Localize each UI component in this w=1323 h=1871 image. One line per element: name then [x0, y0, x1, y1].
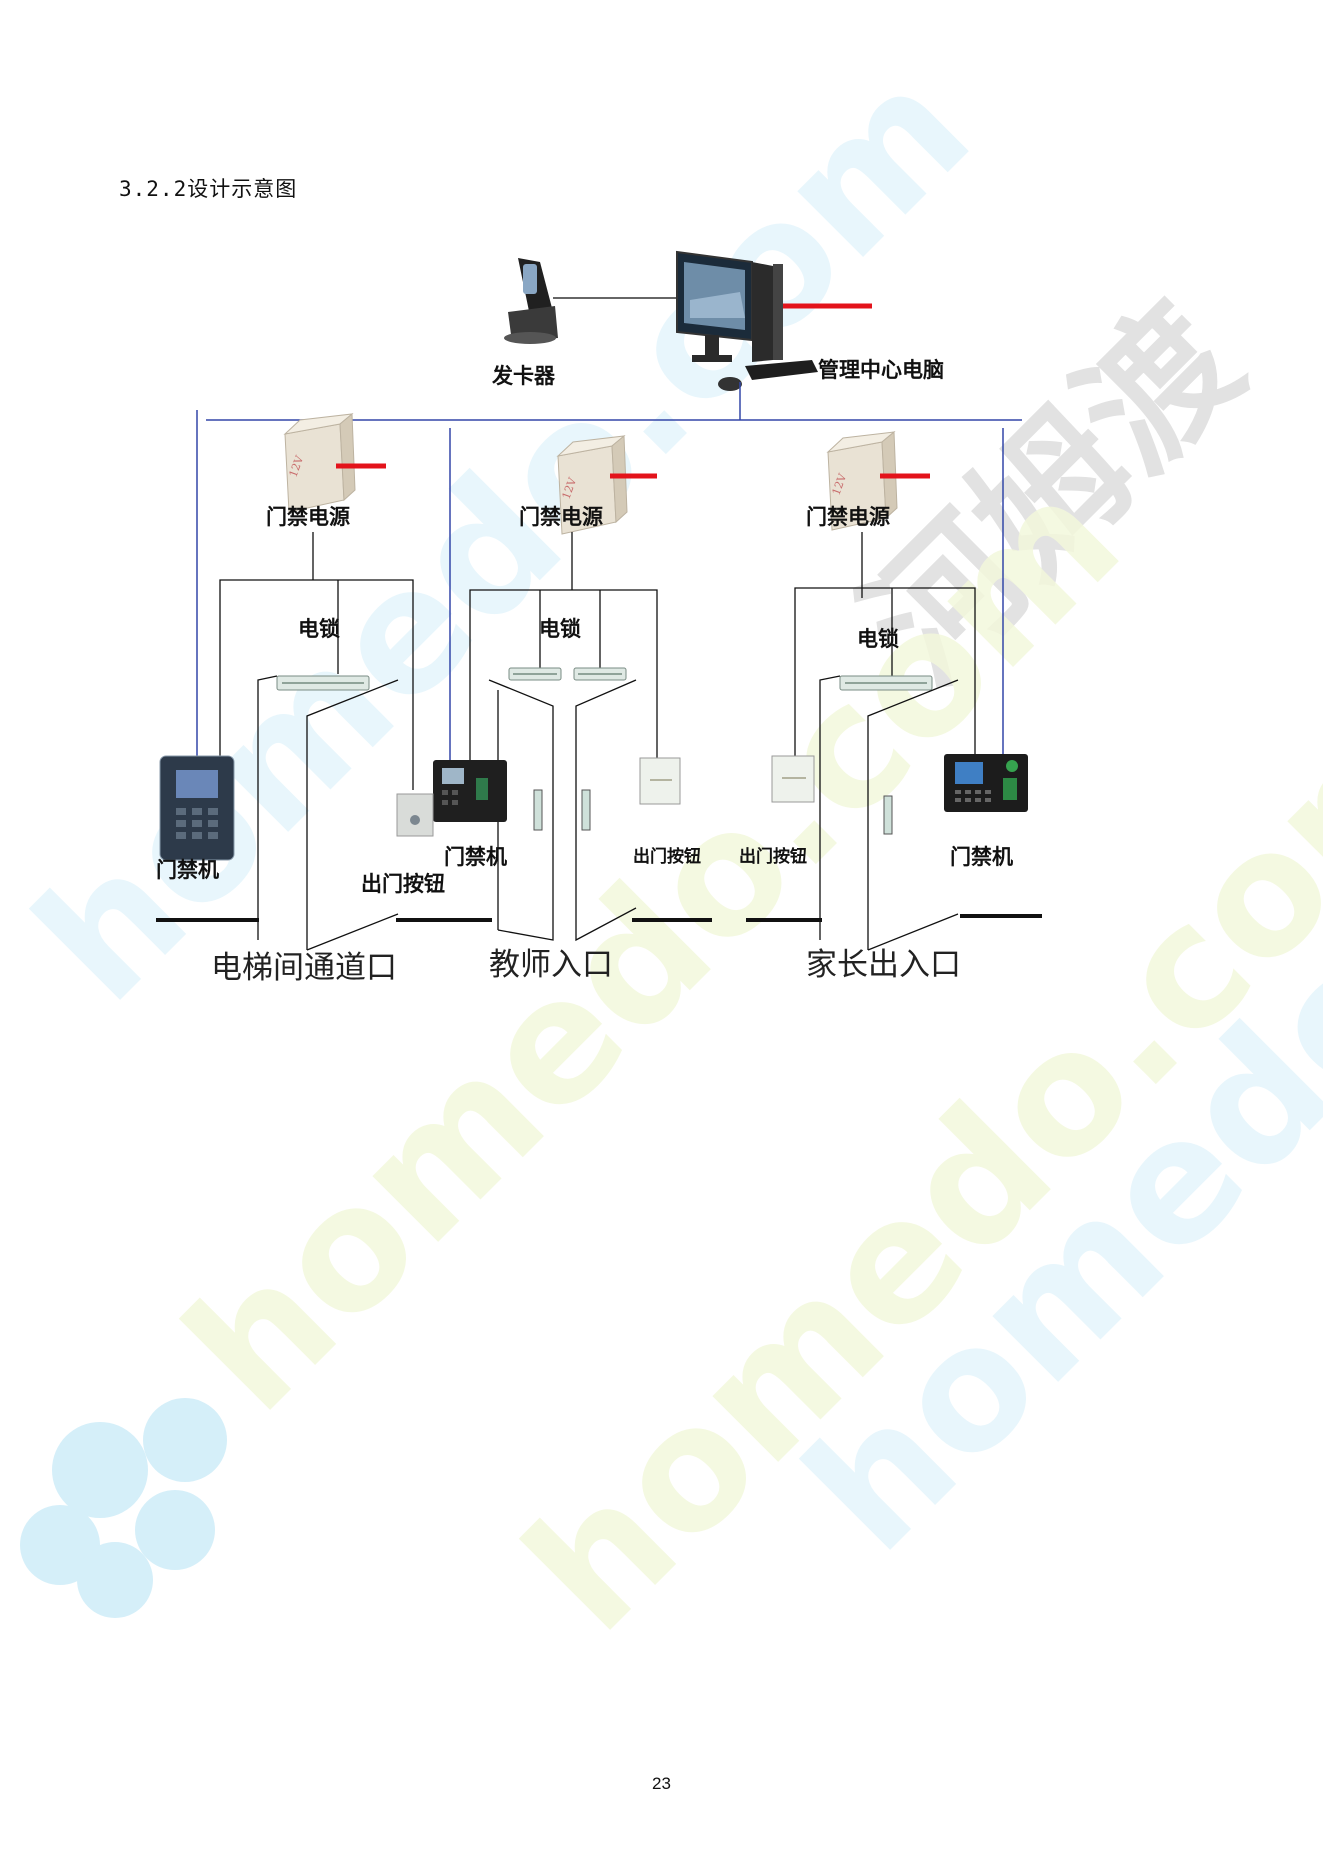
controller-label-1: 门禁机: [156, 857, 219, 882]
controller-label-2: 门禁机: [444, 844, 507, 869]
access-controller-icon-2: [433, 760, 507, 822]
electric-lock-icon-3: [839, 675, 933, 691]
electric-lock-icon-1: [276, 675, 370, 691]
controller-label-3: 门禁机: [950, 844, 1013, 869]
door-middle: [488, 679, 637, 942]
access-controller-icon-1: [159, 755, 235, 861]
exit-button-label-1: 出门按钮: [361, 871, 445, 896]
door-handle-2: [581, 789, 591, 831]
card-issuer-label: 发卡器: [491, 363, 556, 388]
entrance-label-3: 家长出入口: [806, 947, 961, 983]
exit-button-label-2: 出门按钮: [633, 846, 701, 867]
power-label-2: 门禁电源: [519, 504, 603, 529]
door-handle-1: [533, 789, 543, 831]
computer-label: 管理中心电脑: [818, 357, 944, 382]
lock-label-2: 电锁: [539, 616, 581, 641]
exit-button-icon-2: [639, 757, 681, 805]
door-right: [819, 675, 959, 951]
access-controller-icon-3: [944, 754, 1028, 812]
floor-lines: [156, 914, 1042, 922]
exit-button-icon-1: [396, 793, 434, 837]
electric-lock-icon-2: [508, 667, 627, 681]
section-heading: 3.2.2设计示意图: [119, 177, 298, 201]
wiring: [219, 532, 976, 790]
power-label-1: 门禁电源: [266, 504, 350, 529]
power-supply-icon-3: 12V: [826, 430, 898, 531]
door-left: [257, 675, 399, 951]
entrance-label-2: 教师入口: [489, 947, 613, 983]
exit-button-icon-3: [771, 755, 815, 803]
lock-label-3: 电锁: [857, 626, 899, 651]
entrance-label-1: 电梯间通道口: [211, 950, 397, 986]
computer-icon: [676, 250, 818, 391]
power-supply-icon-1: 12V: [283, 412, 356, 513]
door-handle-3: [883, 795, 893, 835]
page-number: 23: [652, 1774, 671, 1793]
exit-button-label-3: 出门按钮: [739, 846, 807, 867]
card-issuer-icon: [504, 258, 558, 344]
watermark-flower-icon: [20, 1398, 227, 1618]
lock-label-1: 电锁: [298, 616, 340, 641]
power-supply-icon-2: 12V: [556, 434, 628, 535]
power-label-3: 门禁电源: [806, 504, 890, 529]
